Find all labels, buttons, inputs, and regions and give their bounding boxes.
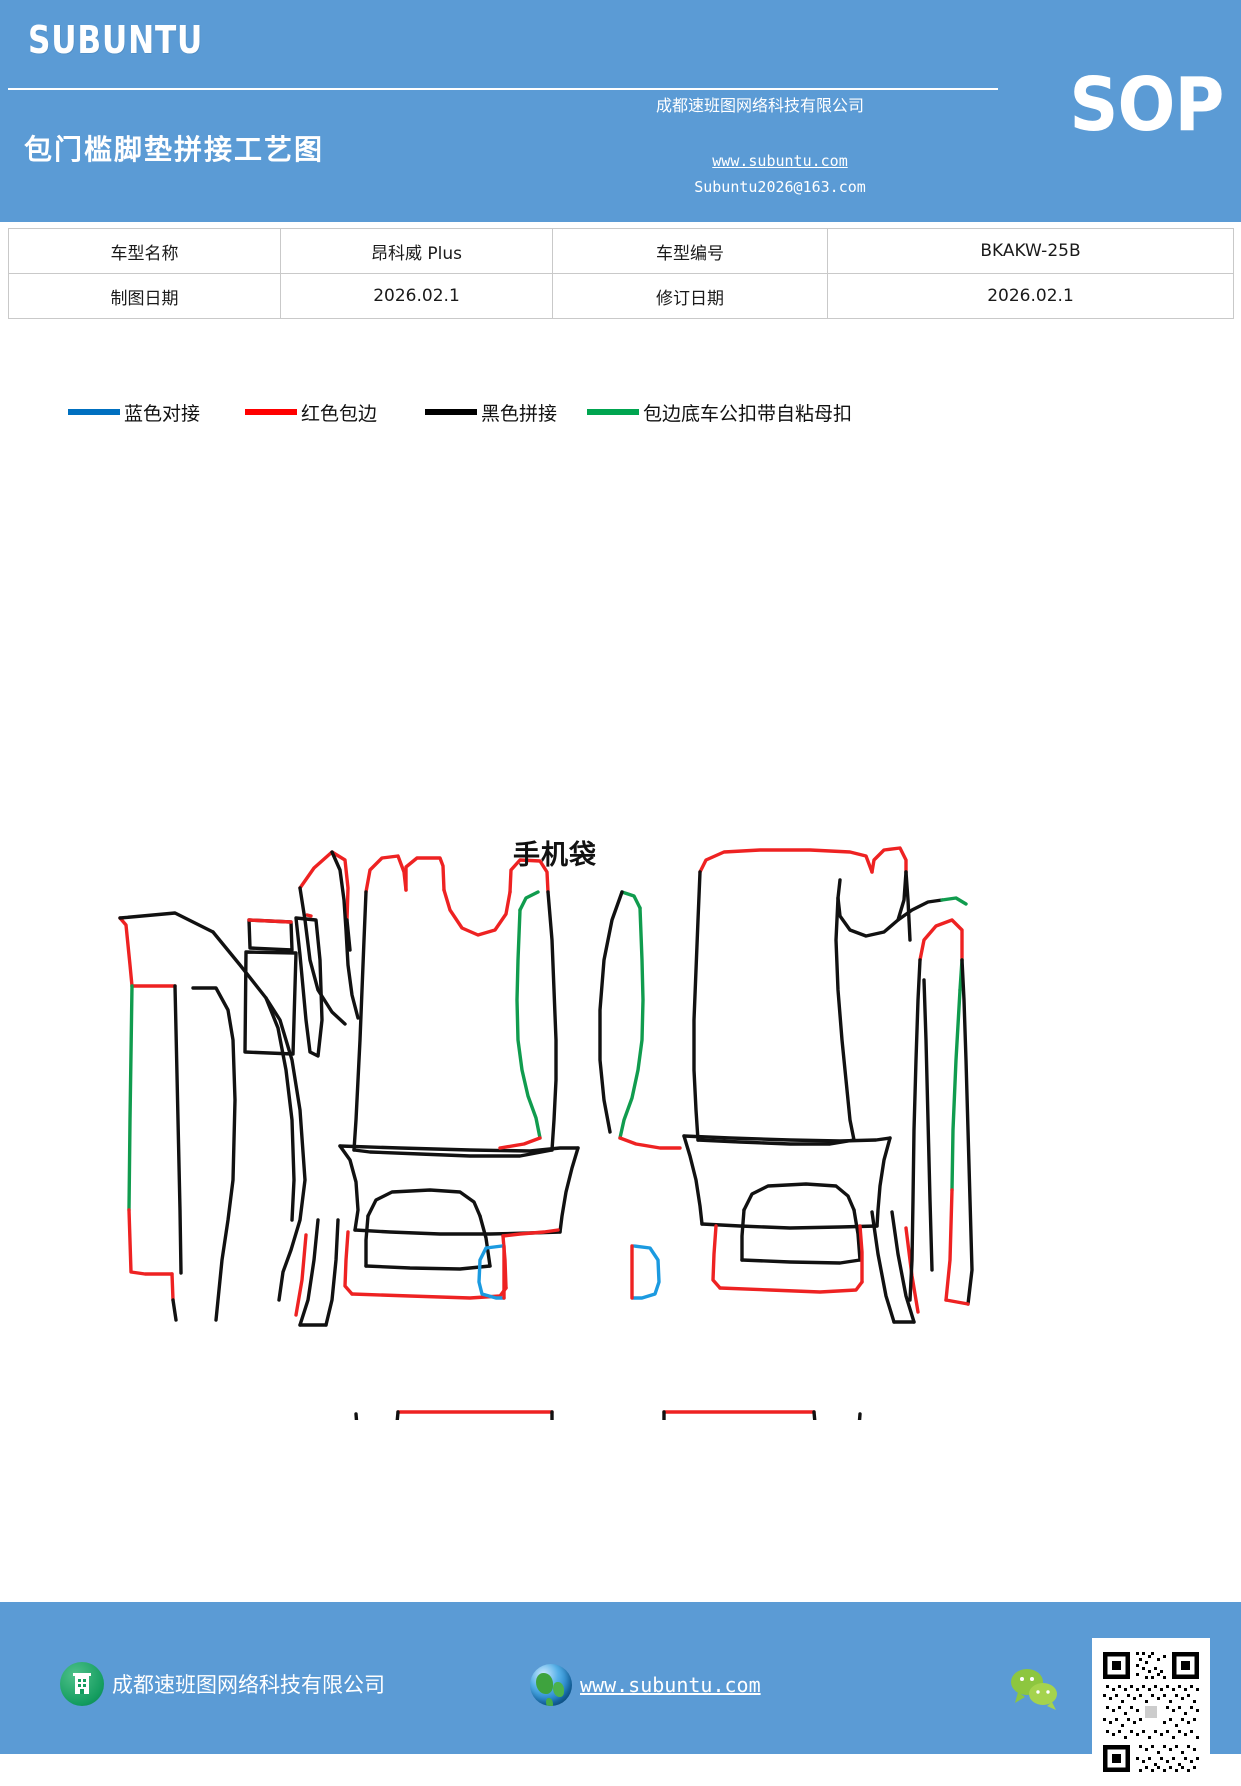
globe-icon <box>530 1664 572 1706</box>
footer-website[interactable]: www.subuntu.com <box>530 1664 761 1706</box>
legend-label-black: 黑色拼接 <box>481 402 558 425</box>
page-title: 包门槛脚垫拼接工艺图 <box>24 133 325 166</box>
value-model-code: BKAKW-25B <box>827 228 1234 274</box>
footer-company-name: 成都速班图网络科技有限公司 <box>112 1673 385 1697</box>
phone-pocket-right <box>630 1244 661 1300</box>
front-left-angled-strips <box>294 850 360 1058</box>
brand-logo: SUBUNTU <box>28 18 204 62</box>
value-revision-date: 2026.02.1 <box>827 273 1234 319</box>
legend-swatch-green-icon <box>587 409 640 415</box>
label-model-code: 车型编号 <box>552 228 828 274</box>
front-right-sill-part <box>908 918 974 1306</box>
front-right-sill-inner <box>896 896 968 922</box>
header-company-name: 成都速班图网络科技有限公司 <box>655 96 864 115</box>
header-website-link[interactable]: www.subuntu.com <box>712 152 848 170</box>
legend-item-black: 黑色拼接 <box>425 399 557 426</box>
front-left-small-parts <box>243 918 298 1056</box>
front-left-sill-part <box>118 911 215 1322</box>
header-email[interactable]: Subuntu2026@163.com <box>694 178 866 196</box>
front-left-mat <box>294 854 580 1327</box>
building-icon <box>60 1662 104 1706</box>
legend-swatch-blue-icon <box>68 409 120 415</box>
legend-swatch-red-icon <box>245 409 298 415</box>
wechat-icon <box>1008 1666 1058 1710</box>
value-model-name: 昂科威 Plus <box>280 228 553 274</box>
label-model-name: 车型名称 <box>8 228 281 274</box>
table-row: 车型名称 昂科威 Plus 车型编号 BKAKW-25B <box>8 228 1234 274</box>
value-draw-date: 2026.02.1 <box>280 273 553 319</box>
phone-pocket-left <box>477 1244 506 1300</box>
legend-swatch-black-icon <box>425 409 478 415</box>
footer-website-link[interactable]: www.subuntu.com <box>580 1673 761 1697</box>
front-left-sill-inner <box>191 930 307 1322</box>
vehicle-info-table: 车型名称 昂科威 Plus 车型编号 BKAKW-25B 制图日期 2026.0… <box>8 228 1234 319</box>
legend-item-red: 红色包边 <box>245 399 377 426</box>
technical-drawing <box>0 420 1241 1420</box>
front-right-green-flap <box>598 890 682 1150</box>
qr-code-icon <box>1092 1638 1210 1786</box>
legend-label-green: 包边底车公扣带自粘母扣 <box>643 402 853 425</box>
footer-company: 成都速班图网络科技有限公司 <box>60 1662 385 1706</box>
legend-item-green: 包边底车公扣带自粘母扣 <box>587 399 852 426</box>
phone-pocket-label: 手机袋 <box>513 840 597 871</box>
legend-item-blue: 蓝色对接 <box>68 399 200 426</box>
table-row: 制图日期 2026.02.1 修订日期 2026.02.1 <box>8 273 1234 319</box>
label-draw-date: 制图日期 <box>8 273 281 319</box>
page-header: SUBUNTU 包门槛脚垫拼接工艺图 成都速班图网络科技有限公司 www.sub… <box>0 0 1241 222</box>
legend: 蓝色对接 红色包边 黑色拼接 包边底车公扣带自粘母扣 <box>0 395 1041 429</box>
front-right-mat <box>682 846 920 1324</box>
sop-badge: SOP <box>1068 62 1224 148</box>
rear-mat-assembly <box>354 1410 862 1420</box>
front-left-green-flap <box>498 890 542 1150</box>
page-footer: 成都速班图网络科技有限公司 www.subuntu.com <box>0 1602 1241 1786</box>
legend-label-blue: 蓝色对接 <box>124 402 201 425</box>
header-divider <box>8 88 998 90</box>
legend-label-red: 红色包边 <box>301 402 378 425</box>
label-revision-date: 修订日期 <box>552 273 828 319</box>
